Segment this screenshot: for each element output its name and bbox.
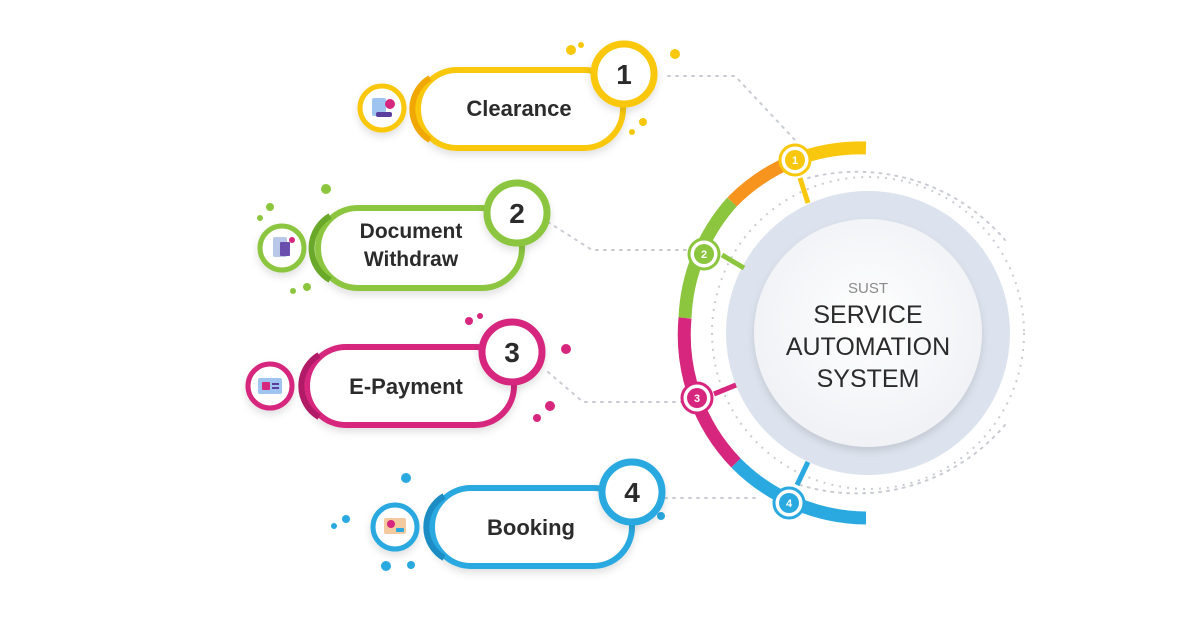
item-label: Booking (487, 515, 575, 540)
item-label: Clearance (466, 96, 571, 121)
payment-icon (258, 378, 282, 394)
ring-badge-2: 2 (687, 237, 721, 271)
svg-text:2: 2 (701, 249, 707, 261)
tick-3 (713, 382, 737, 397)
item-number: 2 (509, 198, 525, 229)
number-badge (483, 179, 551, 247)
decor-dots (566, 42, 680, 135)
connectors (547, 75, 1006, 499)
item-label-line-1: Document (360, 220, 463, 243)
svg-text:4: 4 (786, 498, 793, 510)
ring-badge-1: 1 (778, 143, 812, 177)
decor-dots (331, 473, 665, 571)
clearance-icon (372, 98, 395, 117)
pill (315, 205, 525, 291)
item-document-withdraw[interactable]: Document Withdraw 2 (257, 179, 551, 294)
hub-title-line-2: AUTOMATION (786, 333, 950, 361)
number-badge (598, 458, 666, 526)
item-number: 4 (624, 477, 640, 508)
hub-subtitle: SUST (848, 280, 888, 297)
hub-inner-circle (754, 219, 982, 447)
number-badge (590, 40, 658, 108)
item-number: 3 (504, 337, 520, 368)
ring-badge-4: 4 (772, 486, 806, 520)
decor-dots (257, 184, 331, 294)
item-e-payment[interactable]: E-Payment 3 (245, 313, 571, 428)
outer-dotted-ring-lower (799, 424, 1006, 495)
connector-1 (667, 75, 796, 141)
decor-dots (465, 313, 571, 422)
ring-badges: 1 2 3 4 (680, 143, 812, 520)
svg-text:3: 3 (694, 393, 700, 405)
item-number: 1 (616, 59, 632, 90)
hub-title-line-3: SYSTEM (817, 365, 920, 393)
item-clearance[interactable]: Clearance 1 (357, 40, 680, 151)
svg-text:1: 1 (792, 155, 798, 167)
item-label: E-Payment (349, 374, 463, 399)
connector-3 (547, 371, 691, 403)
ring-badge-3: 3 (680, 381, 714, 415)
tick-2 (720, 252, 746, 271)
hub: SUST SERVICE AUTOMATION SYSTEM (711, 176, 1025, 490)
tick-4 (794, 460, 811, 487)
number-badge (478, 318, 546, 386)
hub-title-line-1: SERVICE (813, 301, 922, 329)
pill (429, 485, 635, 569)
hub-dotted-ring (711, 176, 1025, 490)
document-icon (273, 237, 295, 257)
tick-1 (797, 177, 811, 204)
connector-2 (547, 221, 699, 251)
item-label-line-2: Withdraw (364, 248, 459, 271)
pill (415, 67, 626, 151)
item-booking[interactable]: Booking 4 (331, 458, 666, 571)
pill (304, 344, 517, 428)
booking-icon (384, 518, 406, 534)
